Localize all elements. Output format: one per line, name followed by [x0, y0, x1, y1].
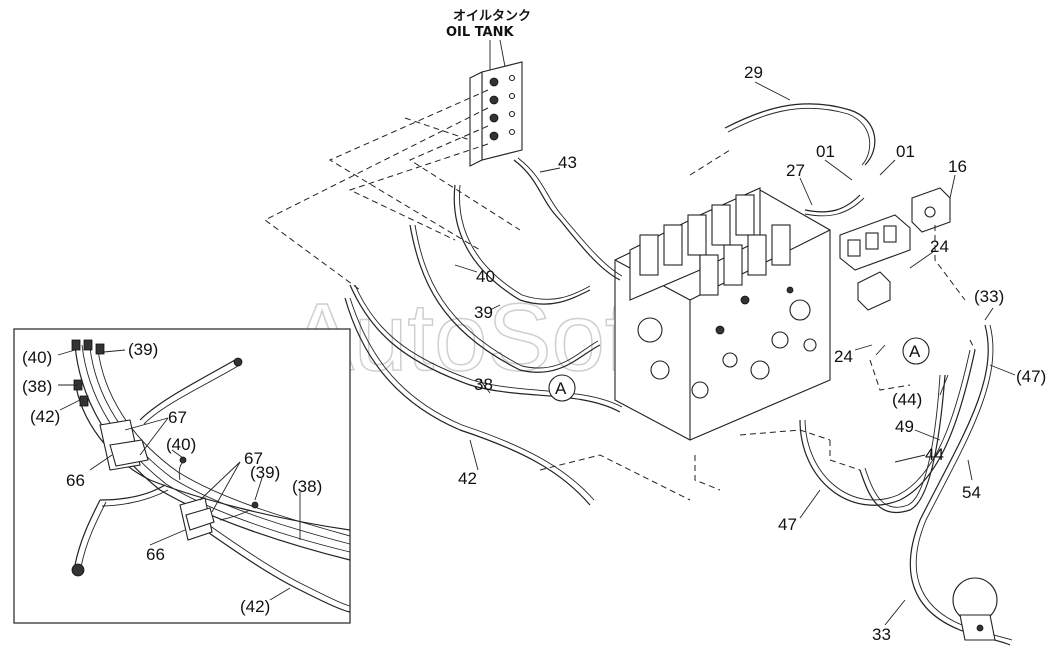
solenoid-valve-block	[839, 187, 951, 311]
label-29: 29	[744, 63, 763, 82]
label-39: 39	[474, 303, 493, 322]
inset-label-66a: 66	[66, 471, 85, 490]
label-38: 38	[474, 375, 493, 394]
hose-43	[513, 157, 623, 281]
hose-39	[409, 224, 601, 373]
label-33b: 33	[872, 625, 891, 644]
oil-tank-en-label: OIL TANK	[446, 25, 514, 40]
inset-label-39b: (39)	[250, 463, 280, 482]
tank-dashed-lines	[264, 89, 521, 291]
inset-label-67a: 67	[168, 408, 187, 427]
inset-label-40b: (40)	[166, 435, 196, 454]
hose-27	[804, 194, 865, 217]
detail-inset: (40) (39) (38) (42) 67 (40) 66 67 (39) (…	[13, 328, 351, 624]
label-16: 16	[948, 157, 967, 176]
part-labels: 29 43 01 01 16 27 24 24 40 39 38 42 (33)…	[458, 63, 1046, 644]
label-24b: 24	[834, 347, 853, 366]
hose-29	[724, 103, 876, 166]
label-43: 43	[558, 153, 577, 172]
reference-a-left-label: A	[555, 379, 567, 398]
label-47a: (47)	[1016, 367, 1046, 386]
hose-40	[453, 184, 591, 305]
accumulator	[952, 577, 998, 641]
inset-label-42b: (42)	[240, 597, 270, 616]
hose-38	[349, 284, 623, 413]
routing-dashed-lines	[539, 149, 976, 501]
label-leaders	[454, 81, 1016, 626]
reference-a-right: A	[902, 337, 930, 365]
label-47b: 47	[778, 515, 797, 534]
reference-a-left: A	[548, 374, 576, 402]
inset-label-42: (42)	[30, 407, 60, 426]
label-27: 27	[786, 161, 805, 180]
inset-label-39: (39)	[128, 340, 158, 359]
label-01b: 01	[896, 142, 915, 161]
label-01a: 01	[816, 142, 835, 161]
reference-a-right-label: A	[909, 342, 921, 361]
hose-47	[799, 349, 976, 506]
hose-44	[859, 374, 946, 514]
label-44a: (44)	[892, 390, 922, 409]
inset-label-40: (40)	[22, 348, 52, 367]
hose-42	[344, 297, 595, 506]
inset-label-66b: 66	[146, 545, 165, 564]
label-54: 54	[962, 483, 981, 502]
inset-label-67b: 67	[244, 449, 263, 468]
label-42: 42	[458, 469, 477, 488]
oil-tank-port-block	[469, 61, 523, 167]
label-40: 40	[476, 267, 495, 286]
control-valve	[614, 187, 831, 441]
oil-tank-jp-label: オイルタンク	[453, 9, 531, 24]
label-44b: 44	[925, 445, 944, 464]
label-49: 49	[895, 417, 914, 436]
inset-label-38: (38)	[22, 377, 52, 396]
label-33a: (33)	[974, 287, 1004, 306]
label-24a: 24	[930, 237, 949, 256]
inset-label-38b: (38)	[292, 477, 322, 496]
